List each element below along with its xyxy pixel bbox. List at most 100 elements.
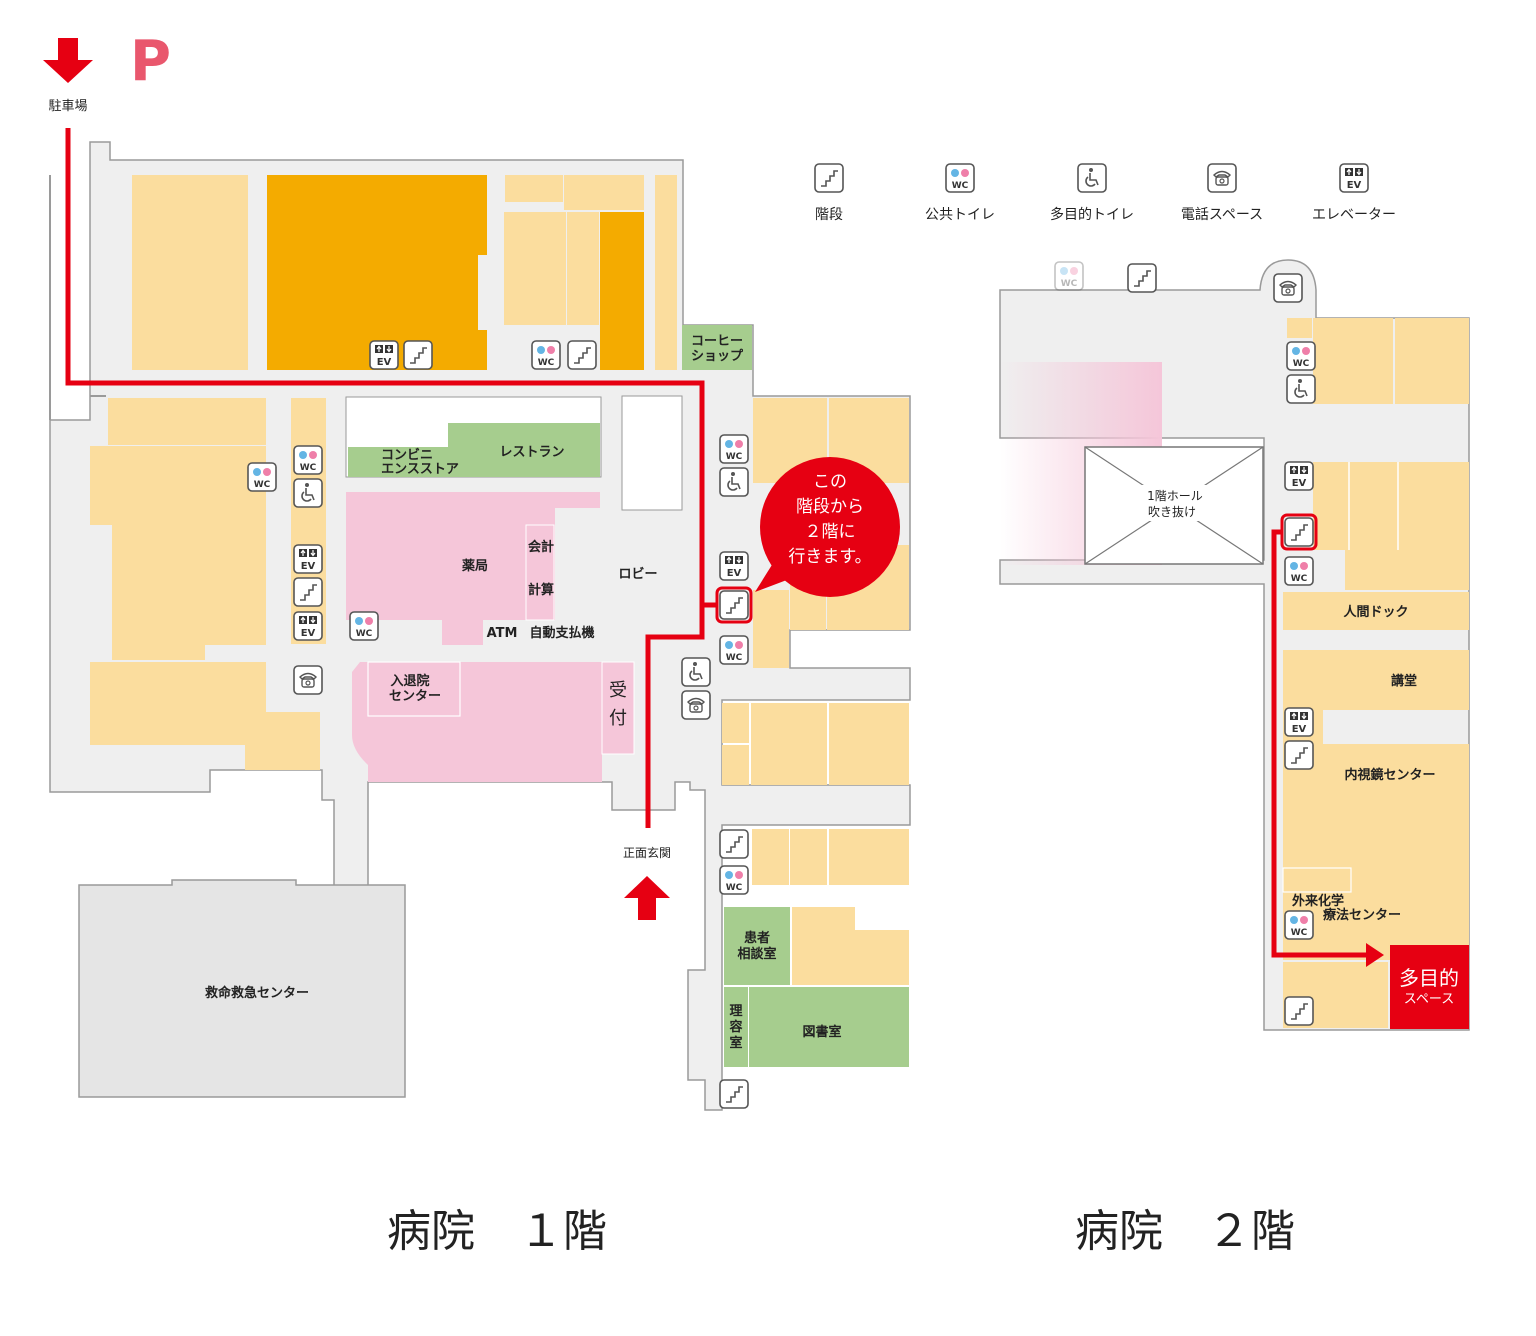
stairs-icon [719,590,749,620]
convenience-label: エンスストア [381,462,459,477]
coffee-shop-label: コーヒー [691,334,743,349]
parking-label: 駐車場 [48,99,87,114]
elevator-icon [1284,461,1314,491]
floor1-map: コーヒー ショップ コンビニ エンスストア レストラン 薬局 会計 計算 ロビー… [49,128,911,1257]
reception-label: 受 [609,680,627,701]
room [504,212,566,325]
emergency-center [78,879,406,1098]
restaurant [448,423,600,477]
room [132,175,248,370]
hall-label: 1階ホール [1147,488,1203,503]
library [749,987,909,1067]
multipurpose-label: スペース [1404,992,1454,1007]
parking-sign: P 駐車場 [43,29,171,114]
wc-icon [293,445,323,475]
highlight-stairs-frame [715,586,753,624]
stairs-icon [1284,517,1314,547]
room [790,829,827,885]
accessible-toilet-icon [719,467,749,497]
room [722,703,749,743]
elevator-icon [1284,707,1314,737]
wc-icon [531,340,561,370]
coffee-shop [682,325,752,370]
pharmacy-label: 薬局 [461,558,488,574]
consult-room [724,907,790,985]
room [1395,318,1469,404]
elevator-icon [293,544,323,574]
room [1313,318,1393,404]
wc-icon [1284,556,1314,586]
wall-block [621,395,683,511]
callout-bubble [760,457,900,597]
dock-room [1283,592,1469,630]
lobby-label: ロビー [618,566,657,582]
barber-label: 室 [729,1035,742,1051]
library-label: 図書室 [802,1024,841,1040]
stairs-icon [719,829,749,859]
reception-label: 付 [609,708,627,729]
restaurant-label: レストラン [499,445,564,460]
room [564,175,644,210]
multipurpose-label: 多目的 [1399,966,1459,990]
room [291,398,326,644]
wc-icon [1284,910,1314,940]
entrance-label: 正面玄関 [623,845,671,860]
elevator-icon [1339,163,1369,193]
chemo-label: 外来化学 [1291,893,1344,909]
wc-icon [945,163,975,193]
dock-label: 人間ドック [1343,604,1408,620]
callout-text: 階段から [796,497,864,517]
barber [724,987,748,1067]
legend-label: 電話スペース [1181,206,1263,223]
room [752,829,789,885]
room-large [267,175,487,370]
accessible-toilet-icon [681,657,711,687]
phone-icon [293,665,323,695]
barber-label: 容 [728,1019,742,1035]
up-arrow-icon [624,876,670,920]
room [245,712,320,770]
atm-label: ATM [487,626,518,641]
room [90,446,266,660]
convenience-store [348,447,448,477]
stairs-icon [1284,996,1314,1026]
wc-icon [719,635,749,665]
room [567,212,599,325]
callout-text: この [813,472,847,492]
cashier [525,524,555,621]
stairs-icon [719,1079,749,1109]
hall-label: 吹き抜け [1148,505,1196,519]
wc-icon [719,434,749,464]
accessible-toilet-icon [1286,374,1316,404]
wc-icon [349,611,379,641]
emergency-label: 救命救急センター [205,985,309,1001]
auditorium [1283,650,1469,710]
admission-label: センター [389,689,441,704]
faded-wc [1054,261,1084,291]
room [751,703,827,785]
phone-icon [1273,273,1303,303]
cashier-label: 会計 [528,539,554,555]
room [655,175,677,370]
coffee-shop-label: ショップ [691,349,744,364]
accessible-toilet-icon [1077,163,1107,193]
admission-label: 入退院 [390,673,429,689]
phone-icon [1207,163,1237,193]
legend-label: 階段 [815,207,843,223]
callout-pointer [755,560,800,592]
atrium-label-bg [1130,485,1218,521]
room [829,703,909,785]
stairs-icon [403,340,433,370]
wc-icon [719,865,749,895]
legend-label: エレベーター [1312,207,1396,223]
admission-center [352,662,602,782]
room [722,745,749,785]
phone-icon [681,690,711,720]
route-path [65,128,705,828]
accessible-toilet-icon [293,478,323,508]
route-arrow-icon [1366,943,1384,967]
floor1-title: 病院 １階 [387,1206,607,1257]
elevator-icon [293,611,323,641]
room [1313,462,1469,590]
